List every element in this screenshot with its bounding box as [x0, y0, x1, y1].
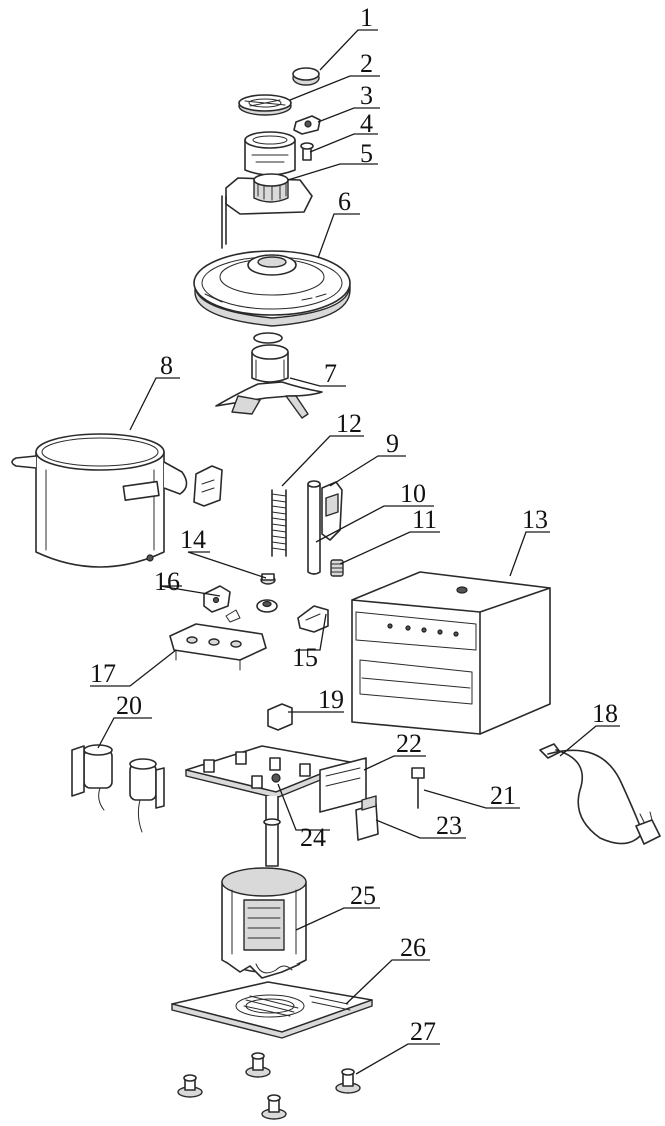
part-5-lid-handle [221, 173, 313, 249]
callout-21: 21 [490, 781, 516, 810]
part-8-pot [11, 433, 188, 568]
part-21-sensor [411, 767, 425, 809]
callout-26: 26 [400, 933, 426, 962]
part-10-rod [307, 480, 321, 575]
callout-10: 10 [400, 479, 426, 508]
callout-25: 25 [350, 881, 376, 910]
callout-23: 23 [436, 811, 462, 840]
callout-labels: 1 2 3 4 5 6 7 8 9 10 11 12 13 14 15 16 1… [90, 3, 618, 1046]
part-4-screw [300, 142, 314, 161]
callout-1: 1 [360, 3, 373, 32]
part-23-relay [355, 795, 379, 841]
callout-11: 11 [412, 505, 437, 534]
part-knob [225, 599, 278, 623]
callout-14: 14 [180, 525, 206, 554]
callout-19: 19 [318, 685, 344, 714]
part-shaft [263, 796, 281, 867]
callout-4: 4 [360, 109, 373, 138]
callout-8: 8 [160, 351, 173, 380]
callout-12: 12 [336, 409, 362, 438]
part-13-housing [351, 571, 551, 735]
part-9-clip [321, 481, 343, 541]
callout-6: 6 [338, 187, 351, 216]
callout-5: 5 [360, 139, 373, 168]
part-18-power-cord [539, 743, 661, 845]
callout-2: 2 [360, 49, 373, 78]
part-7-blade [215, 332, 323, 419]
part-valve-cup [244, 131, 296, 176]
callout-13: 13 [522, 505, 548, 534]
callout-9: 9 [386, 429, 399, 458]
part-22-mount-plate [185, 745, 351, 799]
part-19-block [267, 703, 293, 731]
leader-lines [90, 29, 620, 1075]
part-16-bracket [203, 585, 231, 613]
callout-3: 3 [360, 81, 373, 110]
part-6-lid [193, 250, 351, 327]
callout-17: 17 [90, 659, 116, 688]
callout-15: 15 [292, 643, 318, 672]
part-bracket [193, 465, 223, 507]
part-25-motor [221, 867, 307, 979]
callout-16: 16 [154, 567, 180, 596]
callout-20: 20 [116, 691, 142, 720]
part-1-cap [292, 67, 320, 86]
part-20-capacitors [71, 744, 165, 833]
callout-22: 22 [396, 729, 422, 758]
part-12-spring [271, 489, 287, 557]
callout-7: 7 [324, 359, 337, 388]
callout-27: 27 [410, 1017, 436, 1046]
part-11-small-spring [330, 559, 344, 577]
part-14-nut [260, 573, 276, 585]
callout-24: 24 [300, 823, 326, 852]
part-26-base-plate [171, 981, 373, 1039]
part-15-microswitch [297, 605, 329, 633]
part-2-seal-ring [238, 94, 292, 116]
part-27-feet [177, 1052, 361, 1120]
callout-18: 18 [592, 699, 618, 728]
part-3-latch [293, 115, 321, 135]
part-17-panel [169, 623, 267, 671]
